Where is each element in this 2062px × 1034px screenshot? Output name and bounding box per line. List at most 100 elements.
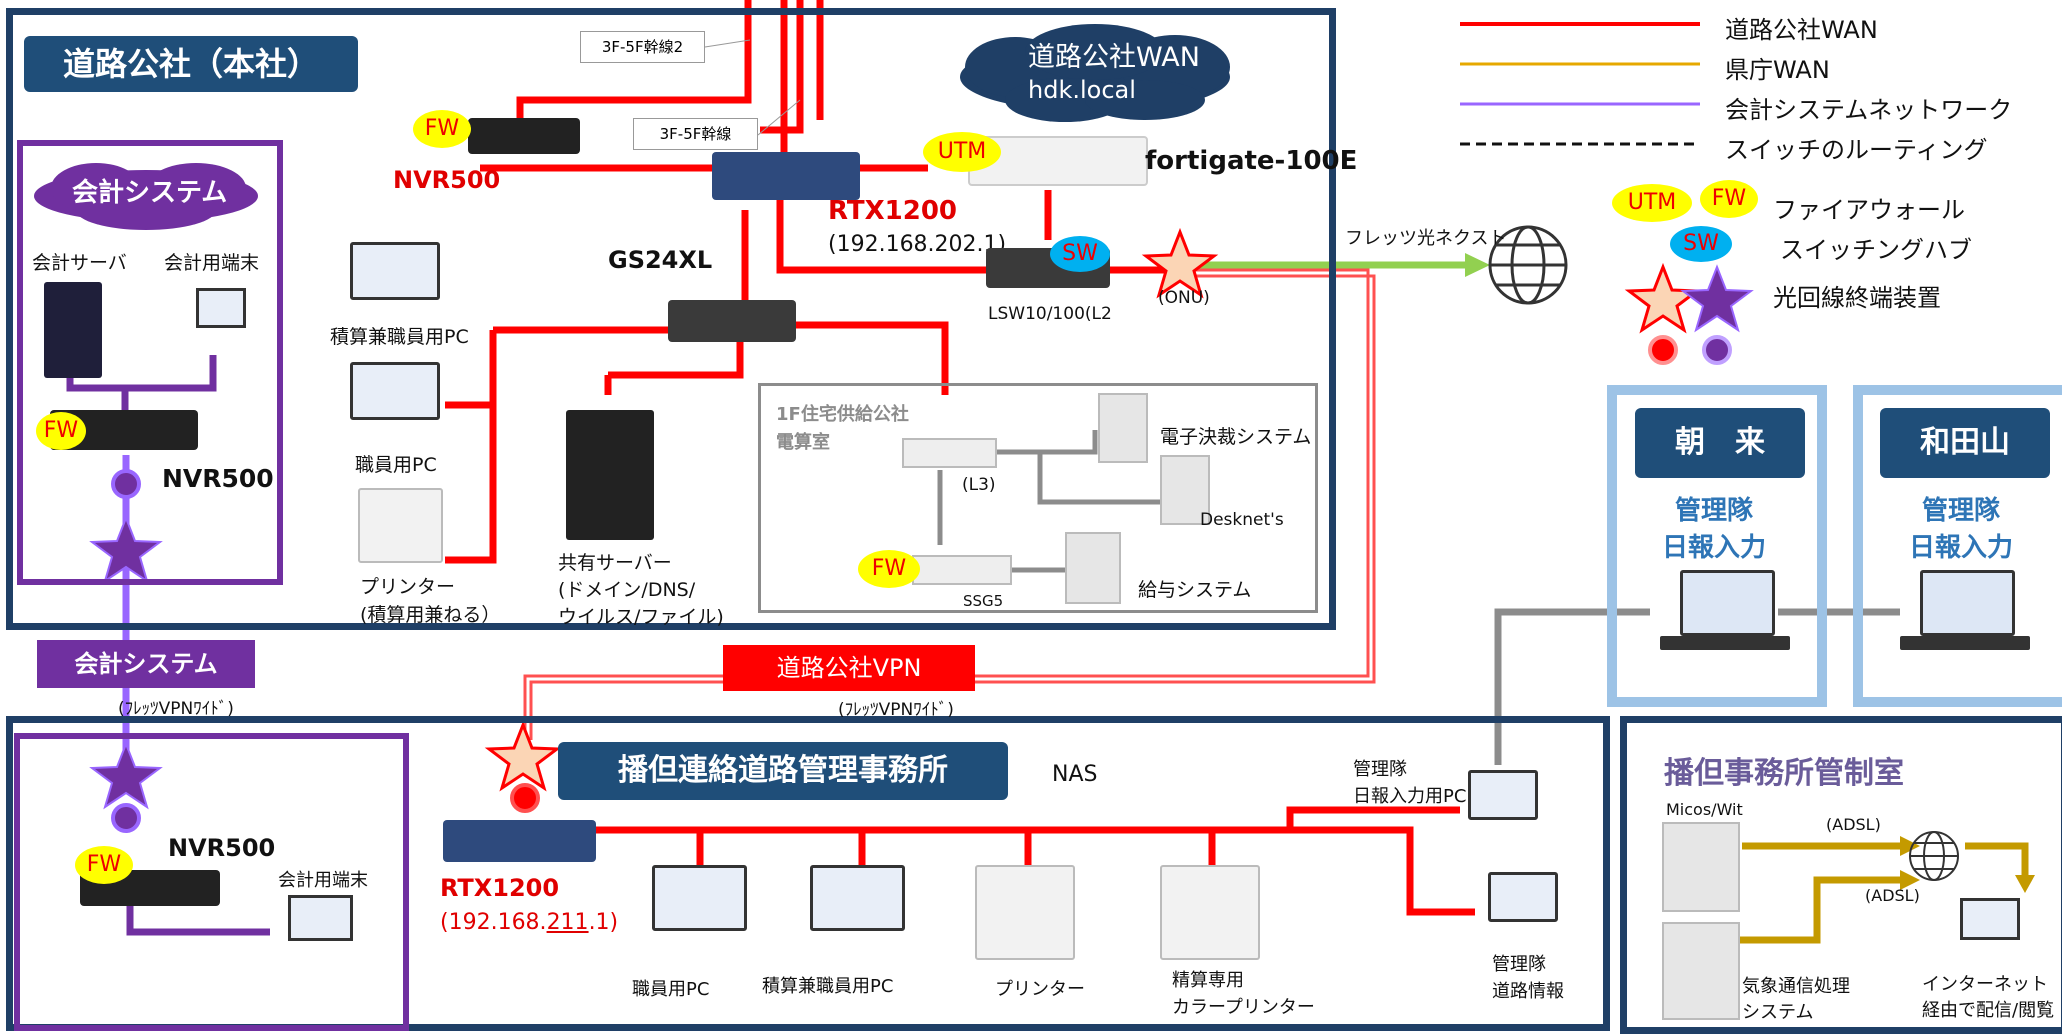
trunk2-callout: 3F-5F幹線2	[580, 31, 705, 63]
wadayama-line2: 日報入力	[1909, 533, 2014, 563]
payroll-server-icon	[1065, 532, 1121, 604]
micos-server-icon	[1662, 822, 1740, 912]
bantan-printer-label: プリンター	[995, 979, 1085, 1000]
legend-firewall: ファイアウォール	[1773, 196, 1965, 224]
line-gs24xl-room	[795, 321, 949, 395]
rtx1200-router-icon	[712, 152, 860, 200]
acc-terminal-laptop-icon	[196, 288, 246, 328]
cloud-title: 道路公社WAN	[1028, 42, 1200, 73]
wadayama-title: 和田山	[1880, 408, 2050, 478]
vpn-line	[523, 268, 1370, 740]
legend-fw-badge: FW	[1700, 180, 1758, 218]
nvr500-router-icon	[468, 118, 580, 154]
asago-laptop-icon[interactable]	[1680, 570, 1775, 636]
bantan-accounting-frame	[14, 733, 409, 1031]
bantan-combo-pc-icon	[810, 865, 905, 931]
legend-dot-purple	[1702, 335, 1732, 365]
road-info-laptop-icon	[1488, 872, 1558, 922]
fw-badge-ssg5: FW	[858, 550, 920, 588]
l3-switch-icon	[902, 438, 997, 468]
acc-star-top	[89, 515, 163, 584]
hq-rtx-ip: (192.168.202.1)	[828, 232, 1007, 257]
road-info-label2: 道路情報	[1492, 981, 1564, 1002]
bantan-color-printer-icon	[1160, 865, 1260, 960]
bantan-staff-pc-icon	[652, 865, 747, 931]
bantan-onu-dot	[510, 783, 540, 813]
adsl-label-2: (ADSL)	[1865, 886, 1920, 905]
hq-printer-icon	[358, 488, 443, 563]
desknets-server-icon	[1160, 455, 1210, 525]
legend-dot-red	[1648, 335, 1678, 365]
legend-sw-badge: SW	[1670, 226, 1732, 262]
room-frame	[758, 383, 1318, 613]
bantan-lan-line	[525, 826, 1475, 916]
asago-line1: 管理隊	[1675, 496, 1754, 526]
hq-staff-pc-label: 職員用PC	[355, 454, 437, 476]
road-wan-cloud	[960, 24, 1230, 122]
acc-onu-dot-top	[111, 469, 141, 499]
legend-switching-hub: スイッチングハブ	[1780, 236, 1972, 264]
fw-badge-acc: FW	[36, 412, 86, 450]
vpn-note: (ﾌﾚｯﾂVPNﾜｲﾄﾞ)	[838, 700, 954, 720]
room-label2: 電算室	[776, 432, 830, 453]
bantan-rtx1200-label: RTX1200	[440, 874, 560, 902]
gray-line-asago	[1494, 608, 1650, 765]
bantan-combo-pc-label: 積算兼職員用PC	[762, 976, 894, 997]
acc-star-bottom	[89, 741, 163, 810]
asago-title: 朝 来	[1635, 408, 1805, 478]
onu-star-bantan	[484, 720, 562, 792]
fortigate-label: fortigate-100E	[1145, 146, 1358, 176]
acc-terminal-label: 会計用端末	[164, 252, 260, 274]
fw-badge-bantan: FW	[75, 846, 133, 884]
asago-frame	[1607, 385, 1827, 707]
bantan-rtx-ip: (192.168.211.1)	[440, 910, 619, 935]
gs24xl-label: GS24XL	[608, 246, 713, 274]
desknets-label: Desknet's	[1200, 510, 1284, 530]
bantan-rtx1200-icon	[443, 820, 596, 862]
legend-star-red	[1624, 262, 1702, 334]
internet-label2: 経由で配信/閲覧	[1922, 1000, 2055, 1021]
wadayama-frame	[1853, 385, 2062, 707]
server-label3: ウイルス/ファイル)	[558, 606, 724, 628]
legend-switch-routing: スイッチのルーティング	[1725, 136, 1988, 164]
lsw-label: LSW10/100(L2	[988, 304, 1112, 324]
fw-badge-hq-nvr: FW	[413, 110, 471, 148]
legend-accounting-net: 会計システムネットワーク	[1725, 96, 2013, 124]
road-info-label1: 管理隊	[1492, 954, 1546, 975]
hq-nvr500-label: NVR500	[393, 166, 501, 194]
control-title: 播但事務所管制室	[1664, 756, 1904, 791]
internet-laptop-icon	[1960, 898, 2020, 940]
daily-pc-label1: 管理隊	[1353, 759, 1407, 780]
wadayama-laptop-icon[interactable]	[1920, 570, 2015, 636]
bantan-printer-icon	[975, 865, 1075, 960]
bantan-title: 播但連絡道路管理事務所	[558, 742, 1008, 800]
combo-pc-laptop-icon	[350, 242, 440, 300]
onu-label: (ONU)	[1158, 288, 1210, 308]
micos-label: Micos/Wit	[1666, 800, 1743, 819]
acc-onu-dot-bottom	[111, 803, 141, 833]
e-settlement-server-icon	[1098, 393, 1148, 463]
adsl-label-1: (ADSL)	[1826, 815, 1881, 834]
hq-rtx1200-label: RTX1200	[828, 196, 957, 226]
payroll-label: 給与システム	[1138, 579, 1252, 601]
internet-label1: インターネット	[1922, 974, 2048, 995]
hq-title: 道路公社（本社）	[24, 36, 358, 92]
accounting-bar: 会計システム	[37, 640, 255, 688]
ssg5-label: SSG5	[963, 592, 1004, 610]
internet-globe-icon	[1488, 225, 1568, 305]
vpn-bar: 道路公社VPN	[723, 645, 975, 691]
color-printer-label2: カラープリンター	[1172, 997, 1315, 1018]
adsl-globe-icon	[1909, 831, 1959, 881]
weather-server-icon	[1662, 922, 1740, 1020]
hq-frame	[6, 8, 1336, 630]
daily-pc-laptop-icon	[1468, 770, 1538, 820]
wan-line-trunk2	[516, 0, 752, 118]
weather-label2: システム	[1742, 1002, 1814, 1023]
accounting-cloud-label: 会計システム	[72, 178, 228, 208]
asago-line2: 日報入力	[1662, 533, 1767, 563]
accounting-cloud	[34, 163, 258, 230]
server-label1: 共有サーバー	[558, 552, 672, 574]
bantan-acc-laptop-icon	[288, 895, 353, 941]
